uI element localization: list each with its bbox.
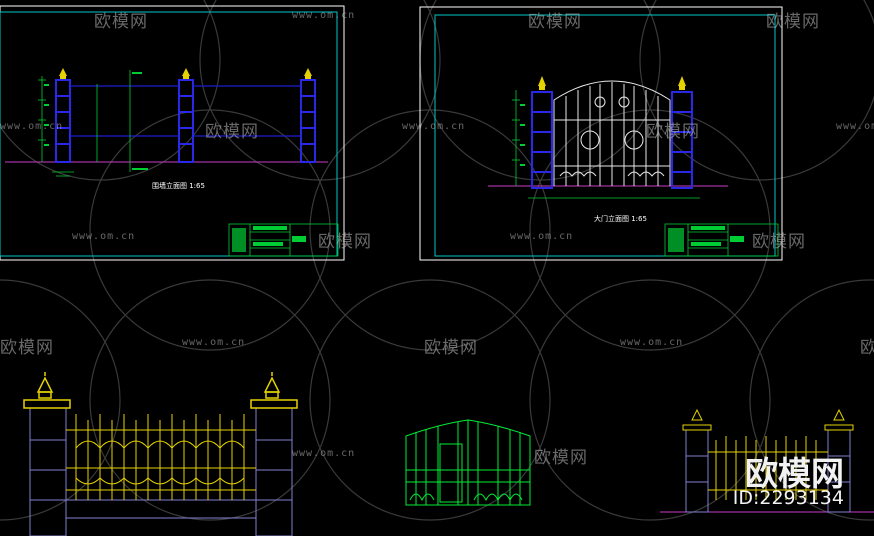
left-drawing-sheet	[0, 5, 345, 261]
ornamental-gate	[553, 80, 671, 186]
right-drawing-sheet	[419, 6, 783, 261]
left-pillar-3	[300, 79, 316, 163]
watermark-logo: 欧模网	[205, 122, 259, 142]
watermark-logo: 欧模网	[424, 338, 478, 358]
small-fence-elevation	[660, 408, 874, 513]
left-pillar-2	[178, 79, 194, 163]
left-title-block	[228, 223, 339, 257]
watermark-logo: 欧模网	[94, 12, 148, 32]
gate-pillar-left	[531, 91, 553, 189]
watermark-circles	[0, 0, 874, 521]
watermark-url: www.om.cn	[836, 121, 874, 132]
gate-dimension-lines	[512, 90, 700, 199]
watermark-url: www.om.cn	[292, 10, 356, 21]
watermark-url: www.om.cn	[510, 231, 574, 242]
watermark-logo: 欧模网	[860, 338, 874, 358]
watermark-logo: 欧模网	[646, 122, 700, 142]
left-lamps	[59, 68, 312, 79]
watermark-url: www.om.cn	[402, 121, 466, 132]
watermark-logo: 欧模网	[766, 12, 820, 32]
watermark-url: www.om.cn	[292, 448, 356, 459]
gate-pillar-right	[671, 91, 693, 189]
right-title-block	[664, 223, 779, 257]
gate-lamps	[538, 76, 686, 90]
green-gate-elevation	[405, 419, 531, 506]
left-pillar-1	[55, 79, 71, 163]
watermark-url: www.om.cn	[0, 121, 64, 132]
right-sheet-caption: 大门立面图 1:65	[594, 215, 647, 223]
watermark-url: www.om.cn	[72, 231, 136, 242]
yellow-fence-elevation	[23, 372, 298, 536]
watermark-logo: 欧模网	[318, 232, 372, 252]
watermark-url: www.om.cn	[182, 337, 246, 348]
watermark-logo: 欧模网	[0, 338, 54, 358]
left-fence-rails	[70, 85, 301, 137]
left-sheet-caption: 围墙立面图 1:65	[152, 182, 205, 190]
watermark-url: www.om.cn	[620, 337, 684, 348]
left-dimension-marks	[44, 72, 148, 170]
watermark-id: ID:2293134	[732, 487, 844, 509]
watermark-brand: 欧模网	[745, 454, 844, 493]
watermark-logo: 欧模网	[534, 448, 588, 468]
watermark-logo: 欧模网	[752, 232, 806, 252]
left-dimension-lines	[38, 70, 131, 177]
watermark-logo: 欧模网	[528, 12, 582, 32]
